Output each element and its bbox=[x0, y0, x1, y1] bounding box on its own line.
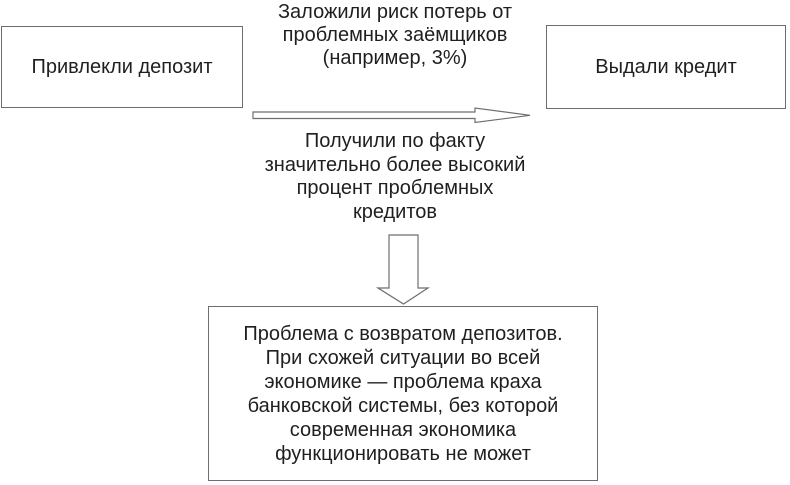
right-arrow-icon bbox=[252, 107, 531, 124]
planned-risk-annotation: Заложили риск потерь от проблемных заёмщ… bbox=[277, 1, 513, 69]
problem-box-text: Проблема с возвратом депозитов. При схож… bbox=[243, 322, 563, 465]
deposit-box-label: Привлекли депозит bbox=[31, 55, 213, 78]
actual-result-annotation: Получили по факту значительно более высо… bbox=[264, 130, 526, 223]
down-arrow-icon bbox=[375, 234, 431, 305]
credit-box-label: Выдали кредит bbox=[595, 55, 737, 78]
deposit-box: Привлекли депозит bbox=[1, 26, 243, 108]
problem-box: Проблема с возвратом депозитов. При схож… bbox=[208, 306, 598, 481]
credit-box: Выдали кредит bbox=[546, 25, 786, 109]
